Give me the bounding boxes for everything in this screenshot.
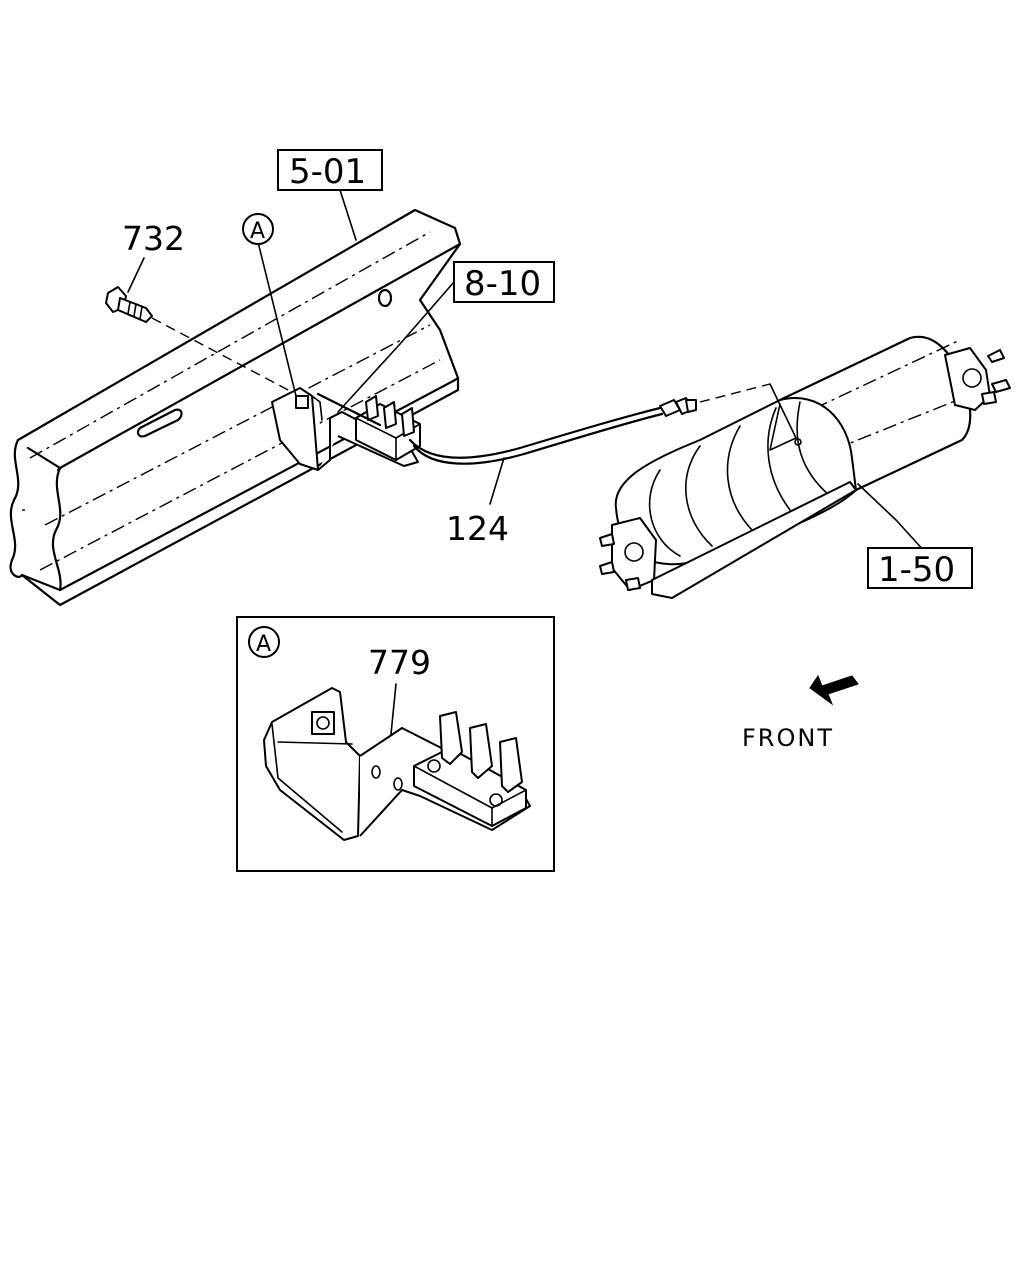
detail-marker-label: A [250, 219, 265, 244]
catalyst-ref-box [867, 547, 973, 589]
bolt-732 [105, 286, 293, 393]
bolt-part-number: 732 [122, 219, 185, 258]
frame-ref-box [277, 149, 383, 191]
inset-part-number: 779 [368, 643, 431, 682]
frame-rail [9, 208, 462, 607]
catalyst-ref-label: 1-50 [878, 550, 955, 590]
detail-inset [236, 616, 555, 872]
harness-ref-label: 8-10 [464, 264, 541, 304]
harness-ref-box [453, 261, 555, 303]
inset-marker-label: A [256, 632, 271, 657]
sensor-bracket-main [271, 387, 421, 471]
catalytic-converter [599, 335, 1011, 599]
detail-marker-circle [242, 213, 274, 245]
front-arrow-icon [809, 674, 859, 706]
front-direction-label: FRONT [742, 724, 834, 752]
cable-part-number: 124 [446, 509, 509, 548]
sensor-cable-124 [316, 383, 771, 465]
frame-ref-label: 5-01 [289, 152, 366, 192]
